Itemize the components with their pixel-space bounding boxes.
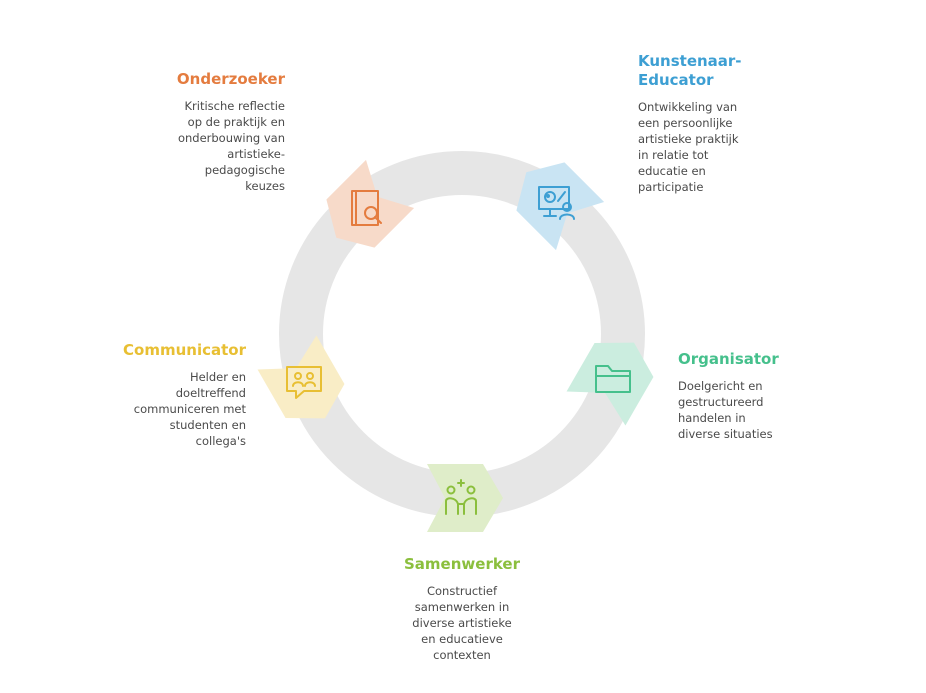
role-title: Kunstenaar- Educator bbox=[638, 52, 742, 89]
role-description: Constructief samenwerken in diverse arti… bbox=[412, 584, 512, 662]
role-description: Ontwikkeling van een persoonlijke artist… bbox=[638, 100, 739, 194]
role-kunstenaar-educator: Kunstenaar- Educator Ontwikkeling van ee… bbox=[638, 52, 838, 195]
chat-people-icon bbox=[286, 366, 322, 399]
role-title: Communicator bbox=[123, 341, 246, 359]
chevron-kunstenaar bbox=[516, 162, 605, 251]
role-title: Onderzoeker bbox=[176, 70, 285, 88]
role-title: Organisator bbox=[678, 350, 779, 368]
chevron-organisator bbox=[566, 342, 654, 426]
role-description: Helder en doeltreffend communiceren met … bbox=[133, 370, 246, 448]
role-organisator: Organisator Doelgericht en gestructureer… bbox=[678, 350, 878, 442]
role-description: Doelgericht en gestructureerd handelen i… bbox=[678, 379, 773, 441]
collaboration-icon bbox=[445, 479, 477, 515]
palette-presenter-icon bbox=[538, 186, 575, 220]
role-onderzoeker: Onderzoeker Kritische reflectie op de pr… bbox=[85, 70, 285, 194]
book-search-icon bbox=[351, 190, 382, 226]
role-communicator: Communicator Helder en doeltreffend comm… bbox=[46, 341, 246, 449]
folder-icon bbox=[595, 365, 631, 393]
role-description: Kritische reflectie op de praktijk en on… bbox=[177, 99, 285, 193]
role-samenwerker: Samenwerker Constructief samenwerken in … bbox=[362, 555, 562, 663]
chevron-onderzoeker bbox=[326, 159, 415, 248]
role-title: Samenwerker bbox=[404, 555, 520, 573]
